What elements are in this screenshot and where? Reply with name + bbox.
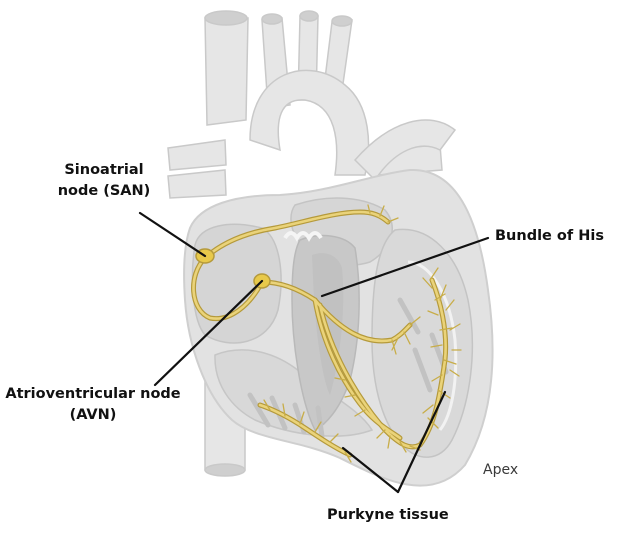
san-pointer-line bbox=[138, 211, 207, 258]
pulmonary-vein-upper-left bbox=[167, 139, 227, 171]
pulmonary-trunk bbox=[353, 119, 457, 182]
purkyne-pointer-line-1 bbox=[341, 446, 400, 494]
san-label-line1: Sinoatrial bbox=[64, 162, 144, 178]
right-atrium-chamber bbox=[191, 223, 282, 344]
bundle-pointer-line bbox=[320, 236, 490, 298]
avn-pointer-line bbox=[153, 279, 264, 387]
avn-label-line1: Atrioventricular node bbox=[5, 386, 181, 402]
valve-leaflets bbox=[283, 231, 323, 242]
purkyne-fibres bbox=[263, 204, 462, 463]
san-label-line2: node (SAN) bbox=[57, 183, 151, 199]
pulmonary-vein-lower-left bbox=[167, 169, 227, 199]
superior-vena-cava bbox=[204, 17, 249, 126]
conduction-system bbox=[191, 204, 462, 463]
purkyne-pointer-line-2 bbox=[396, 390, 447, 494]
left-ventricle-chamber bbox=[371, 228, 474, 458]
inner-ventricle-highlight bbox=[407, 260, 458, 431]
label-pointers bbox=[138, 211, 490, 494]
apex-label: Apex bbox=[483, 462, 519, 478]
avn-label-line2: (AVN) bbox=[69, 407, 117, 423]
avn-label: Atrioventricular node (AVN) bbox=[0, 384, 186, 426]
aortic-arch bbox=[249, 69, 370, 176]
bundle-of-his-label: Bundle of His bbox=[495, 228, 604, 244]
san-label: Sinoatrial node (SAN) bbox=[44, 160, 164, 202]
purkyne-tissue-label: Purkyne tissue bbox=[327, 507, 449, 523]
